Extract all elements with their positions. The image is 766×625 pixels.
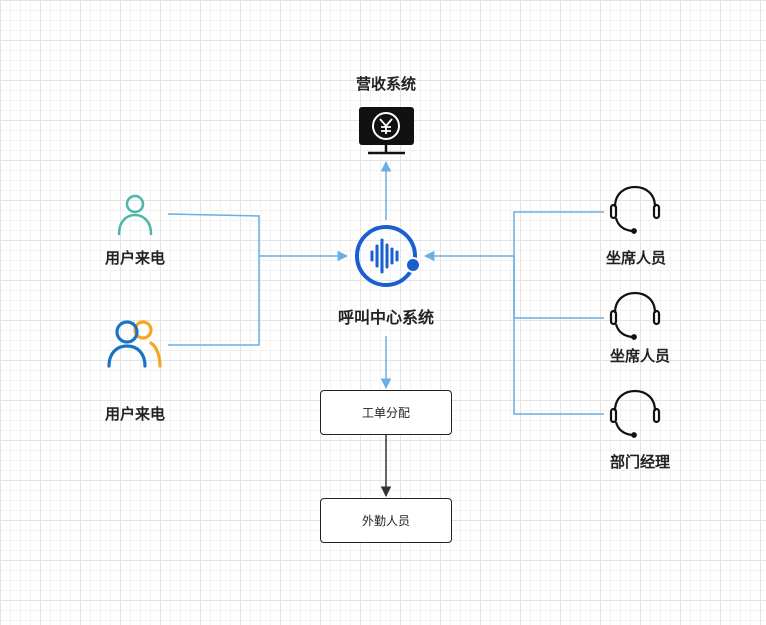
voice-wave-icon xyxy=(355,225,421,287)
headset-icon xyxy=(609,291,661,340)
agent-2-label: 坐席人员 xyxy=(609,347,671,365)
call-center-label: 呼叫中心系统 xyxy=(337,308,435,327)
users-group-icon xyxy=(107,320,162,368)
user-icon xyxy=(117,194,153,236)
ticket-dispatch-box[interactable]: 工单分配 xyxy=(320,390,452,435)
revenue-system-label: 营收系统 xyxy=(355,75,417,93)
edge-manager-to-callcenter xyxy=(513,256,604,415)
headset-icon xyxy=(609,185,661,234)
field-staff-label: 外勤人员 xyxy=(361,514,410,528)
caller-2-label: 用户来电 xyxy=(104,405,166,423)
edge-agent2-to-callcenter xyxy=(513,256,604,319)
edge-agent1-to-callcenter xyxy=(513,211,604,256)
headset-icon xyxy=(609,389,661,438)
ticket-dispatch-label: 工单分配 xyxy=(361,406,410,420)
edge-caller2-to-callcenter xyxy=(168,256,260,346)
agent-1-label: 坐席人员 xyxy=(605,249,667,267)
dept-manager-label: 部门经理 xyxy=(609,453,671,471)
yuan-monitor-icon xyxy=(359,107,414,155)
edge-caller1-to-callcenter xyxy=(167,213,260,256)
field-staff-box[interactable]: 外勤人员 xyxy=(320,498,452,543)
caller-1-label: 用户来电 xyxy=(104,249,166,267)
